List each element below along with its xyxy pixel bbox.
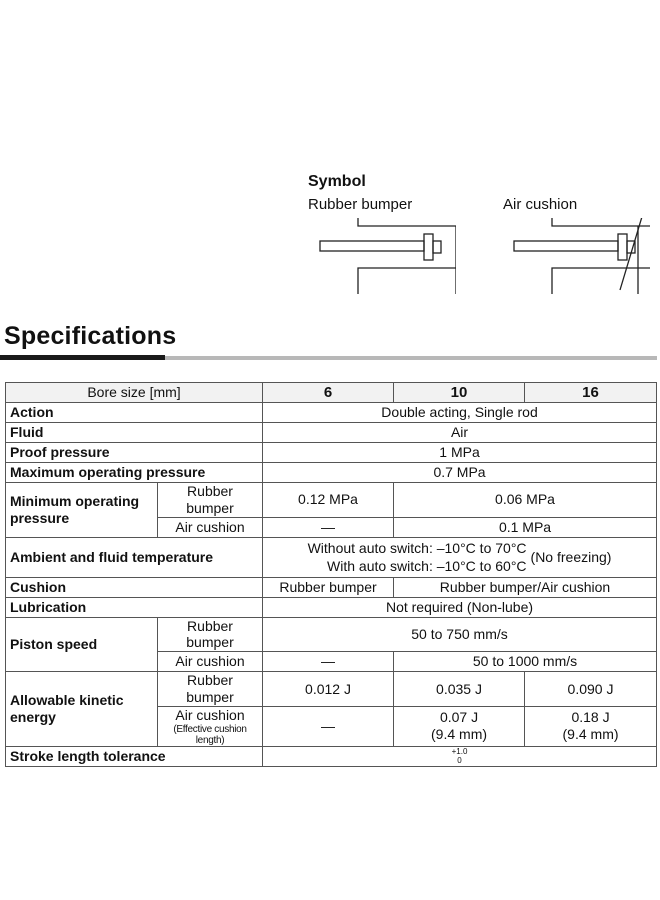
- cushion-label: Cushion: [4, 576, 264, 598]
- min-pressure-air-10-16: 0.1 MPa: [393, 516, 658, 538]
- bore-size-header: Bore size [mm]: [4, 382, 264, 403]
- table-row-action: Action Double acting, Single rod: [4, 402, 658, 423]
- fluid-value: Air: [262, 422, 658, 443]
- piston-speed-air-label: Air cushion: [156, 651, 264, 673]
- proof-pressure-value: 1 MPa: [262, 442, 658, 463]
- proof-pressure-label: Proof pressure: [4, 442, 264, 463]
- table-row-min-pressure-air: Air cushion — 0.1 MPa: [6, 516, 658, 538]
- table-row-kinetic-air: Air cushion (Effective cushion length) —…: [6, 705, 658, 747]
- piston-speed-air-10-16: 50 to 1000 mm/s: [393, 651, 658, 673]
- action-label: Action: [4, 402, 264, 423]
- bore-10-header: 10: [393, 382, 526, 403]
- lubrication-label: Lubrication: [4, 596, 264, 618]
- symbol-air-cushion-label: Air cushion: [503, 196, 578, 213]
- table-row-piston-speed-air: Air cushion — 50 to 1000 mm/s: [6, 651, 658, 673]
- rubber-bumper-cylinder-symbol: [319, 218, 456, 294]
- kinetic-air-label-cell: Air cushion (Effective cushion length): [156, 705, 264, 747]
- table-row-stroke-tolerance: Stroke length tolerance +1.0 0: [4, 745, 658, 767]
- kinetic-air-16-length: (9.4 mm): [562, 726, 619, 743]
- stroke-tolerance-lower: 0: [457, 756, 462, 766]
- bore-6-header: 6: [262, 382, 395, 403]
- title-underline-light: [165, 356, 657, 360]
- min-pressure-air-label: Air cushion: [156, 516, 264, 538]
- table-row-proof-pressure: Proof pressure 1 MPa: [4, 442, 658, 463]
- air-cushion-cylinder-symbol: [513, 218, 650, 294]
- piston-speed-label: Piston speed: [5, 616, 158, 673]
- kinetic-air-10-cell: 0.07 J (9.4 mm): [393, 705, 526, 747]
- kinetic-rubber-label: Rubber bumper: [156, 671, 264, 707]
- max-pressure-value: 0.7 MPa: [262, 462, 658, 483]
- cushion-10-16: Rubber bumper/Air cushion: [393, 576, 658, 598]
- action-value: Double acting, Single rod: [262, 402, 658, 423]
- stroke-tolerance-upper: +1.0: [451, 747, 468, 757]
- bore-16-header: 16: [524, 382, 658, 403]
- temperature-value: Without auto switch: –10°C to 70°C With …: [262, 536, 658, 578]
- kinetic-energy-label: Allowable kinetic energy: [5, 671, 158, 747]
- lubrication-value: Not required (Non-lube): [262, 596, 658, 618]
- kinetic-air-label: Air cushion: [175, 706, 245, 723]
- table-row-max-pressure: Maximum operating pressure 0.7 MPa: [4, 462, 658, 483]
- min-pressure-rubber-label: Rubber bumper: [156, 482, 264, 518]
- stroke-tolerance-value: +1.0 0: [262, 745, 658, 767]
- kinetic-air-6: —: [262, 705, 395, 747]
- stroke-tolerance-label: Stroke length tolerance: [4, 745, 264, 767]
- kinetic-air-16: 0.18 J: [571, 709, 610, 726]
- table-row-kinetic-rubber: Allowable kinetic energy Rubber bumper 0…: [5, 671, 658, 747]
- kinetic-rubber-16: 0.090 J: [524, 671, 658, 707]
- kinetic-rubber-6: 0.012 J: [262, 671, 395, 707]
- table-row-temperature: Ambient and fluid temperature Without au…: [4, 536, 658, 578]
- table-row-cushion: Cushion Rubber bumper Rubber bumper/Air …: [4, 576, 658, 598]
- min-pressure-air-6: —: [262, 516, 395, 538]
- temperature-label: Ambient and fluid temperature: [4, 536, 264, 578]
- specifications-table: Bore size [mm] 6 10 16 Action Double act…: [4, 382, 658, 767]
- temperature-line-1: Without auto switch: –10°C to 70°C: [307, 540, 527, 557]
- table-row-piston-speed-rubber: Piston speed Rubber bumper 50 to 750 mm/…: [5, 616, 658, 673]
- table-row-min-pressure-rubber: Minimum operating pressure Rubber bumper…: [5, 482, 658, 538]
- table-row-fluid: Fluid Air: [4, 422, 658, 443]
- min-pressure-label: Minimum operating pressure: [5, 482, 158, 538]
- fluid-label: Fluid: [4, 422, 264, 443]
- symbol-rubber-bumper-label: Rubber bumper: [308, 196, 413, 213]
- max-pressure-label: Maximum operating pressure: [4, 462, 264, 483]
- cushion-6: Rubber bumper: [262, 576, 395, 598]
- kinetic-rubber-10: 0.035 J: [393, 671, 526, 707]
- piston-speed-rubber-value: 50 to 750 mm/s: [262, 616, 658, 653]
- min-pressure-rubber-6: 0.12 MPa: [262, 482, 395, 518]
- table-header-row: Bore size [mm] 6 10 16: [4, 382, 658, 403]
- symbol-heading: Symbol: [308, 173, 366, 190]
- title-underline-dark: [0, 355, 165, 360]
- kinetic-air-10-length: (9.4 mm): [431, 726, 488, 743]
- piston-speed-air-6: —: [262, 651, 395, 673]
- min-pressure-rubber-10-16: 0.06 MPa: [393, 482, 658, 518]
- temperature-line-2: With auto switch: –10°C to 60°C: [327, 558, 527, 575]
- kinetic-air-10: 0.07 J: [439, 709, 479, 726]
- kinetic-air-sublabel: (Effective cushion length): [173, 723, 247, 746]
- piston-speed-rubber-label: Rubber bumper: [156, 616, 264, 653]
- temperature-note: (No freezing): [530, 548, 612, 565]
- kinetic-air-16-cell: 0.18 J (9.4 mm): [524, 705, 658, 747]
- specifications-title: Specifications: [4, 322, 177, 350]
- table-row-lubrication: Lubrication Not required (Non-lube): [4, 596, 658, 618]
